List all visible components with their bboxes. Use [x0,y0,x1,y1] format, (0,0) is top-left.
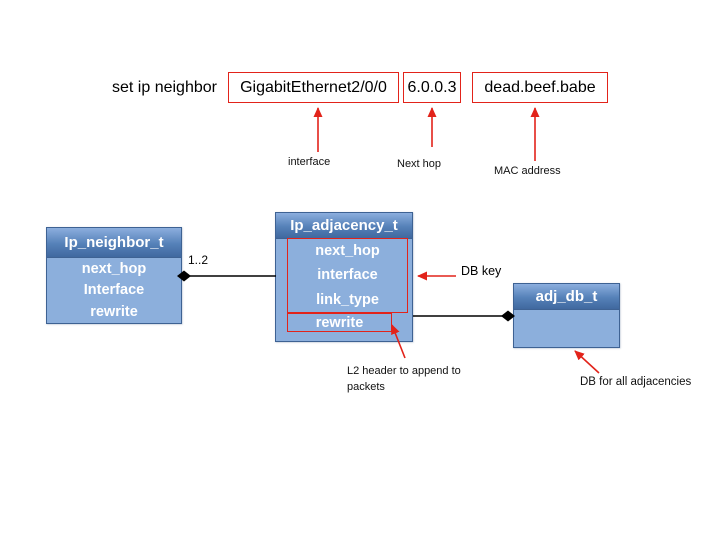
cli-arg-mac-box: dead.beef.babe [472,72,608,103]
class-box-adj-db: adj_db_t [513,283,620,348]
multiplicity-label: 1..2 [188,253,209,267]
cli-arg-nexthop-value: 6.0.0.3 [407,78,457,96]
ip-adjacency-field: next_hop [315,243,380,260]
ip-neighbor-field: next_hop [81,260,147,277]
ip-adjacency-body: next_hop interface link_type rewrite [276,238,412,341]
ip-adjacency-rewrite-field: rewrite [315,314,364,331]
db-for-all-label: DB for all adjacencies [580,376,692,388]
mac-annotation-label: MAC address [494,165,561,177]
class-box-ip-neighbor: Ip_neighbor_t next_hop Interface rewrite [46,227,182,324]
adj-db-title: adj_db_t [514,284,619,310]
nexthop-annotation-label: Next hop [397,158,442,170]
cli-arg-nexthop-box: 6.0.0.3 [403,72,461,103]
cli-arg-interface-box: GigabitEthernet2/0/0 [228,72,399,103]
ip-adjacency-field: link_type [316,291,379,308]
ip-neighbor-body: next_hop Interface rewrite [47,258,181,323]
l2-header-label-line2: packets [347,381,385,393]
ip-neighbor-title: Ip_neighbor_t [47,228,181,258]
cli-arg-interface-value: GigabitEthernet2/0/0 [240,78,387,96]
db-key-highlight-rect: next_hop interface link_type [287,238,408,313]
ip-neighbor-field: rewrite [90,304,138,321]
cli-arg-mac-value: dead.beef.babe [484,78,596,96]
l2-header-label: L2 header to append to packets [347,363,461,395]
interface-annotation-label: interface [288,156,331,168]
cli-command-label: set ip neighbor [112,79,217,96]
ip-adjacency-title: Ip_adjacency_t [276,213,412,239]
db-for-all-arrow [574,350,600,374]
l2-header-label-line1: L2 header to append to [347,365,461,377]
adj-db-body [514,310,619,347]
ip-neighbor-field: Interface [83,282,145,299]
rewrite-highlight-rect: rewrite [287,313,392,332]
ip-adjacency-field: interface [317,267,378,284]
db-key-label: DB key [461,264,502,278]
class-box-ip-adjacency: Ip_adjacency_t next_hop interface link_t… [275,212,413,342]
